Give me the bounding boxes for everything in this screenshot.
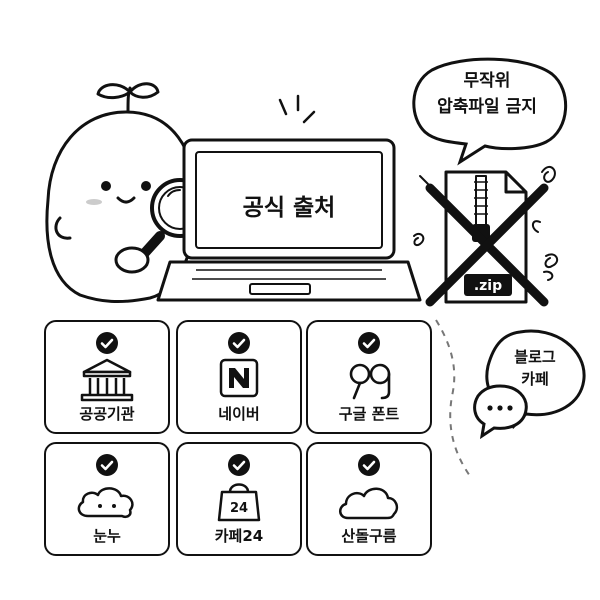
chat-bubble-text: 블로그 카페 [490, 346, 580, 390]
check-icon [96, 454, 118, 476]
warning-bubble-text: 무작위 압축파일 금지 [412, 68, 562, 120]
naver-logo-icon [219, 358, 259, 398]
source-name: 산돌구름 [341, 527, 397, 545]
zip-label: .zip [473, 278, 503, 294]
source-name: 공공기관 [79, 405, 135, 423]
check-icon [358, 454, 380, 476]
forbidden-x-icon [425, 183, 549, 307]
bank-icon [80, 358, 134, 402]
cloud-outline-icon [339, 487, 399, 520]
warning-line-1: 무작위 [463, 71, 511, 91]
warning-line-2: 압축파일 금지 [437, 97, 537, 117]
svg-text:24: 24 [230, 501, 248, 516]
source-name: 구글 폰트 [338, 405, 400, 423]
laptop [156, 138, 422, 302]
source-card-google-fonts: 구글 폰트 [306, 320, 432, 434]
source-name: 네이버 [218, 405, 260, 423]
dashed-path [435, 319, 471, 477]
check-icon [96, 332, 118, 354]
mascot-character [45, 82, 198, 304]
chat-line-2: 카페 [521, 370, 549, 388]
scribble-marks [413, 166, 559, 281]
check-icon [358, 332, 380, 354]
warning-speech-bubble [412, 57, 567, 166]
source-card-naver: 네이버 [176, 320, 302, 434]
check-icon [228, 454, 250, 476]
cloud-icon [77, 487, 134, 518]
check-icon [228, 332, 250, 354]
source-card-public-institution: 공공기관 [44, 320, 170, 434]
source-card-cafe24: 24 카페24 [176, 442, 302, 556]
source-name: 눈누 [93, 527, 121, 545]
source-card-noonnu: 눈누 [44, 442, 170, 556]
source-card-sandoll-cloud: 산돌구름 [306, 442, 432, 556]
chat-bubbles [473, 329, 586, 440]
chat-line-1: 블로그 [514, 348, 556, 366]
laptop-screen-title: 공식 출처 [242, 195, 336, 221]
source-name: 카페24 [214, 527, 264, 545]
shopping-bag-24-icon: 24 [217, 483, 261, 522]
google-fonts-icon [349, 363, 391, 400]
sparkle-lines [278, 94, 316, 124]
